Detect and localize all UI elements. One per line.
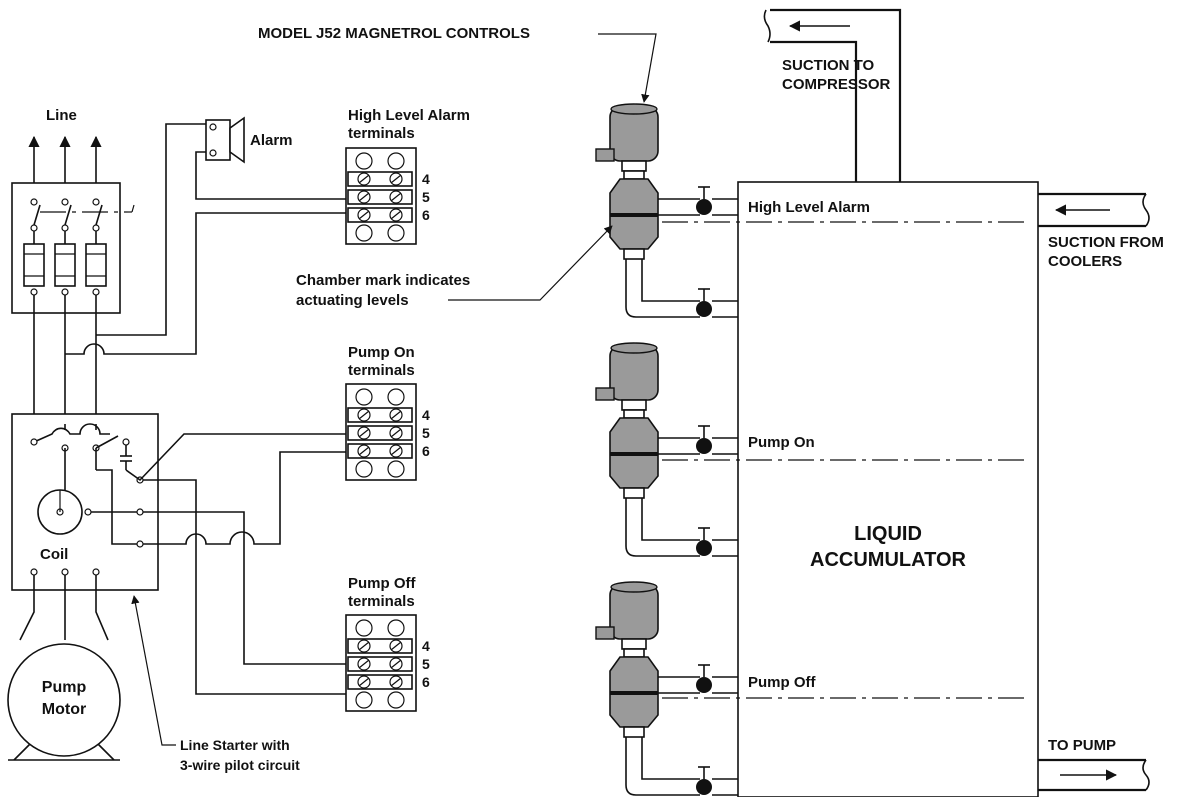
liquid-accumulator-label-1: LIQUID [854,523,922,545]
terminal-number: 5 [422,656,430,672]
pump-on-label: Pump On [748,434,815,451]
suction-from-label-1: SUCTION FROM [1048,234,1164,251]
line-starter-label-1: Line Starter with [180,737,290,753]
terminal-number: 4 [422,171,430,187]
high-level-alarm-label: High Level Alarm [748,199,870,216]
suction-to-label-2: COMPRESSOR [782,76,891,93]
pump-on-wires [125,433,348,695]
line-starter-callout [131,595,176,746]
model-callout-arrow [598,33,657,103]
pump-off-terminal-block [345,614,417,712]
high-alarm-terminal-block [345,147,417,245]
alarm-label: Alarm [250,132,293,149]
magnetrol-control-pump-on [594,341,740,558]
fuse-1 [23,243,45,287]
suction-to-label-1: SUCTION TO [782,57,875,74]
pump-off-terminals-title-1: Pump Off [348,575,416,592]
disconnect-switch [11,182,135,314]
pump-off-terminal-numbers: 4 5 6 [422,638,430,690]
alarm-horn-icon [205,116,245,164]
supply-wires [33,123,348,442]
high-alarm-terminals-title-2: terminals [348,125,415,142]
line-label: Line [46,107,77,124]
terminal-number: 4 [422,407,430,423]
magnetrol-control-pump-off [594,580,740,797]
pump-motor-icon [7,575,121,761]
high-alarm-terminal-numbers: 4 5 6 [422,171,430,223]
terminal-number: 5 [422,425,430,441]
liquid-accumulator-label-2: ACCUMULATOR [810,549,966,571]
fuse-3 [85,243,107,287]
pump-off-terminals-title-2: terminals [348,593,415,610]
high-alarm-terminals-title-1: High Level Alarm [348,107,470,124]
pump-on-terminals-title-2: terminals [348,362,415,379]
to-pump-label: TO PUMP [1048,737,1116,754]
terminal-number: 6 [422,207,430,223]
pump-motor-label-2: Motor [42,701,86,718]
suction-from-coolers-pipe [1038,192,1150,228]
liquid-accumulator-tank [737,181,1039,797]
chamber-mark-callout-arrow [448,225,613,301]
pump-off-label: Pump Off [748,674,816,691]
pump-on-terminal-block [345,383,417,481]
chamber-mark-label-1: Chamber mark indicates [296,272,470,289]
pump-on-terminals-title-1: Pump On [348,344,415,361]
terminal-number: 6 [422,674,430,690]
pump-on-terminal-numbers: 4 5 6 [422,407,430,459]
line-starter [11,413,159,591]
magnetrol-control-high-alarm [594,102,740,319]
fuse-2 [54,243,76,287]
terminal-number: 5 [422,189,430,205]
model-label: MODEL J52 MAGNETROL CONTROLS [258,25,530,42]
chamber-mark-label-2: actuating levels [296,292,409,309]
to-pump-pipe [1038,758,1150,792]
line-starter-label-2: 3-wire pilot circuit [180,757,300,773]
suction-to-compressor-pipe [763,8,902,182]
terminal-number: 6 [422,443,430,459]
pump-motor-label-1: Pump [42,679,87,696]
terminal-number: 4 [422,638,430,654]
suction-from-label-2: COOLERS [1048,253,1122,270]
coil-label: Coil [40,546,68,563]
